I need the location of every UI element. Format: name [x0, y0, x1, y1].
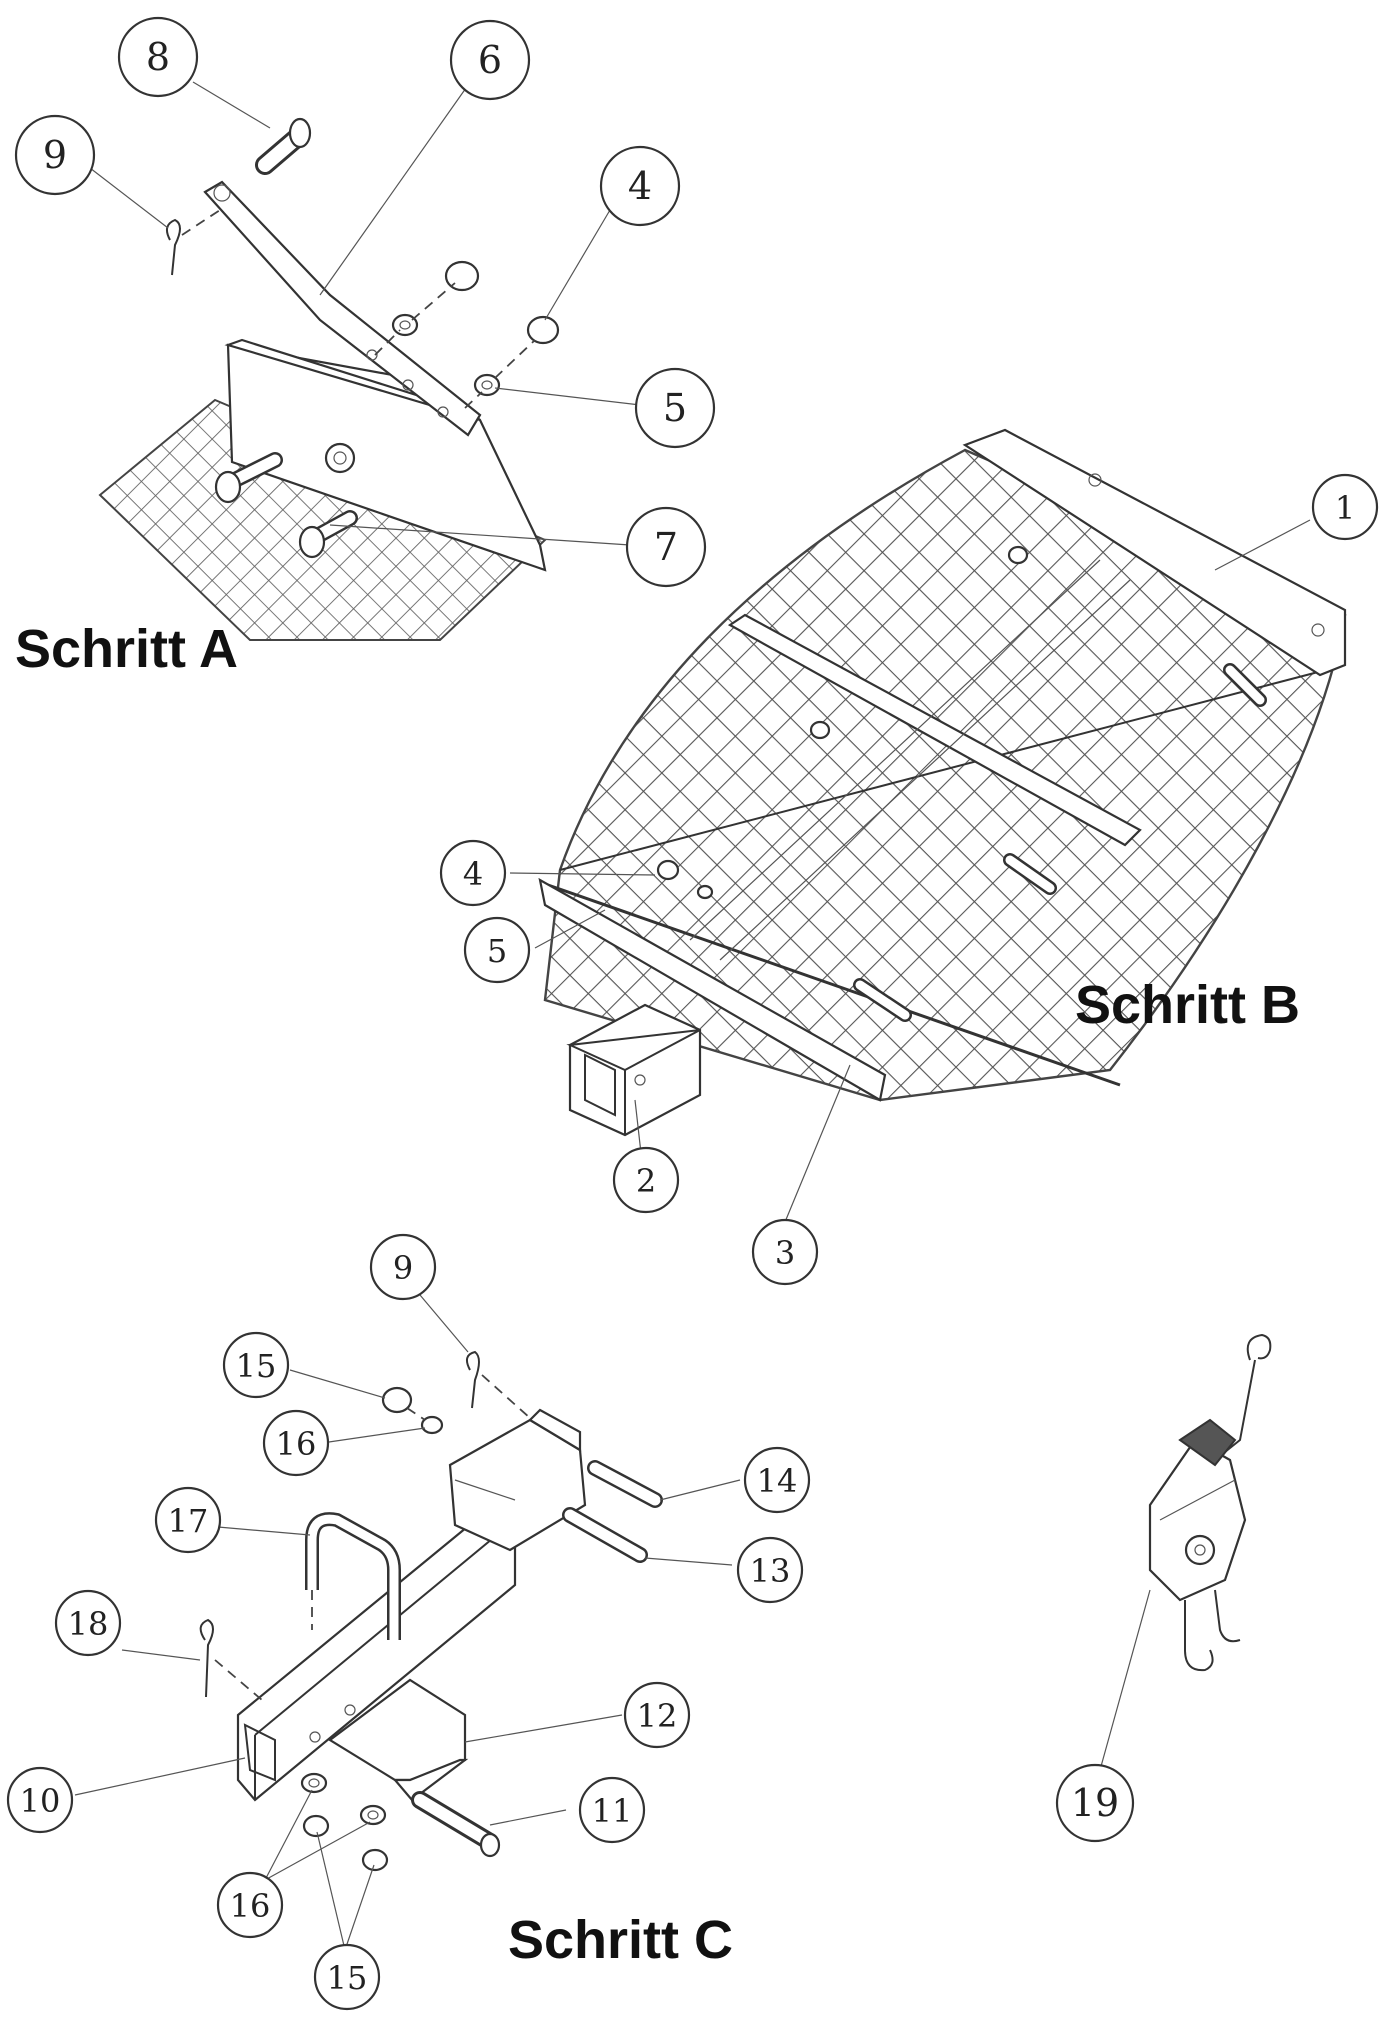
svg-text:4: 4 — [463, 855, 483, 893]
svg-text:4: 4 — [628, 164, 652, 208]
nut-15-upper — [381, 1386, 413, 1414]
clip-9-c — [465, 1350, 480, 1409]
callout-8-a: 8 — [117, 16, 199, 98]
ratchet-strap-19: 19 — [1055, 1333, 1272, 1843]
callout-17-c: 17 — [154, 1486, 222, 1554]
svg-text:5: 5 — [487, 932, 507, 970]
front-rail — [538, 877, 887, 1102]
step-a-title: Schritt A — [15, 619, 238, 679]
strap-hook-bottom — [1184, 1600, 1214, 1672]
step-c-assembly: 9 15 16 14 17 13 18 12 10 11 16 15 Schri… — [6, 1233, 811, 2011]
svg-text:14: 14 — [757, 1462, 798, 1500]
callout-4-b: 4 — [439, 839, 507, 907]
callout-5-a: 5 — [634, 367, 716, 449]
svg-text:19: 19 — [1071, 1781, 1119, 1825]
svg-text:9: 9 — [393, 1249, 413, 1287]
nut-15-lower-1 — [302, 1814, 330, 1838]
support-arm-6 — [203, 180, 482, 437]
pin-8 — [255, 117, 312, 175]
callout-11-c: 11 — [578, 1776, 646, 1844]
step-b-title: Schritt B — [1075, 975, 1300, 1035]
svg-text:9: 9 — [43, 133, 67, 177]
callout-15-c-upper: 15 — [222, 1331, 290, 1399]
svg-text:12: 12 — [637, 1697, 678, 1735]
washer-16-lower-1 — [300, 1772, 328, 1794]
svg-text:7: 7 — [654, 525, 678, 569]
callout-10-c: 10 — [6, 1766, 74, 1834]
svg-text:15: 15 — [327, 1959, 368, 1997]
bolt-7-lower — [298, 510, 358, 559]
callout-2-b: 2 — [612, 1146, 680, 1214]
callout-6-a: 6 — [449, 19, 531, 101]
svg-text:3: 3 — [775, 1234, 795, 1272]
middle-rail — [727, 613, 1142, 847]
svg-text:17: 17 — [168, 1502, 209, 1540]
svg-text:1: 1 — [1335, 489, 1355, 527]
svg-text:16: 16 — [230, 1887, 271, 1925]
svg-text:13: 13 — [750, 1552, 791, 1590]
washer-16-lower-2 — [359, 1804, 387, 1826]
callout-3-b: 3 — [751, 1218, 819, 1286]
svg-text:11: 11 — [592, 1792, 633, 1830]
callout-13-c: 13 — [736, 1536, 804, 1604]
callout-4-a: 4 — [599, 145, 681, 227]
svg-text:10: 10 — [20, 1782, 61, 1820]
callout-9-a: 9 — [14, 114, 96, 196]
callout-7-a: 7 — [625, 506, 707, 588]
washer-a-2 — [473, 373, 501, 397]
callout-19: 19 — [1055, 1763, 1135, 1843]
mesh-tray-a — [98, 398, 547, 641]
pin-11 — [411, 1791, 501, 1858]
callout-18-c: 18 — [54, 1589, 122, 1657]
clip-18 — [199, 1618, 214, 1698]
nut-a-2 — [526, 315, 560, 345]
step-b-assembly: 1 4 5 2 3 Schritt B — [439, 428, 1379, 1286]
callout-1-b: 1 — [1311, 473, 1379, 541]
bolt-14 — [587, 1460, 663, 1508]
callout-16-c-lower: 16 — [216, 1871, 284, 1939]
svg-text:15: 15 — [236, 1347, 277, 1385]
svg-text:8: 8 — [146, 35, 170, 79]
back-rail — [962, 428, 1347, 677]
bolt-7-upper — [214, 452, 283, 504]
bolt-13 — [562, 1507, 648, 1563]
callout-15-c-lower: 15 — [313, 1943, 381, 2011]
ratchet-body — [1148, 1438, 1247, 1602]
step-c-title: Schritt C — [508, 1910, 733, 1970]
clip-9-a — [165, 218, 181, 276]
step-a-assembly: 8 6 9 4 5 7 Schritt A — [14, 16, 716, 679]
callout-5-b: 5 — [463, 916, 531, 984]
callout-16-c-upper: 16 — [262, 1409, 330, 1477]
svg-text:2: 2 — [636, 1162, 656, 1200]
svg-text:16: 16 — [276, 1425, 317, 1463]
hitch-tube-2 — [566, 1003, 702, 1137]
callout-12-c: 12 — [623, 1681, 691, 1749]
nut-15-lower-2 — [361, 1848, 389, 1872]
callout-9-c: 9 — [369, 1233, 437, 1301]
washer-16-upper — [420, 1415, 444, 1435]
svg-text:6: 6 — [478, 38, 502, 82]
callout-14-c: 14 — [743, 1446, 811, 1514]
svg-text:18: 18 — [68, 1605, 109, 1643]
svg-text:5: 5 — [663, 386, 687, 430]
strap-hook-top — [1246, 1333, 1272, 1361]
eyelet-a — [324, 442, 356, 474]
